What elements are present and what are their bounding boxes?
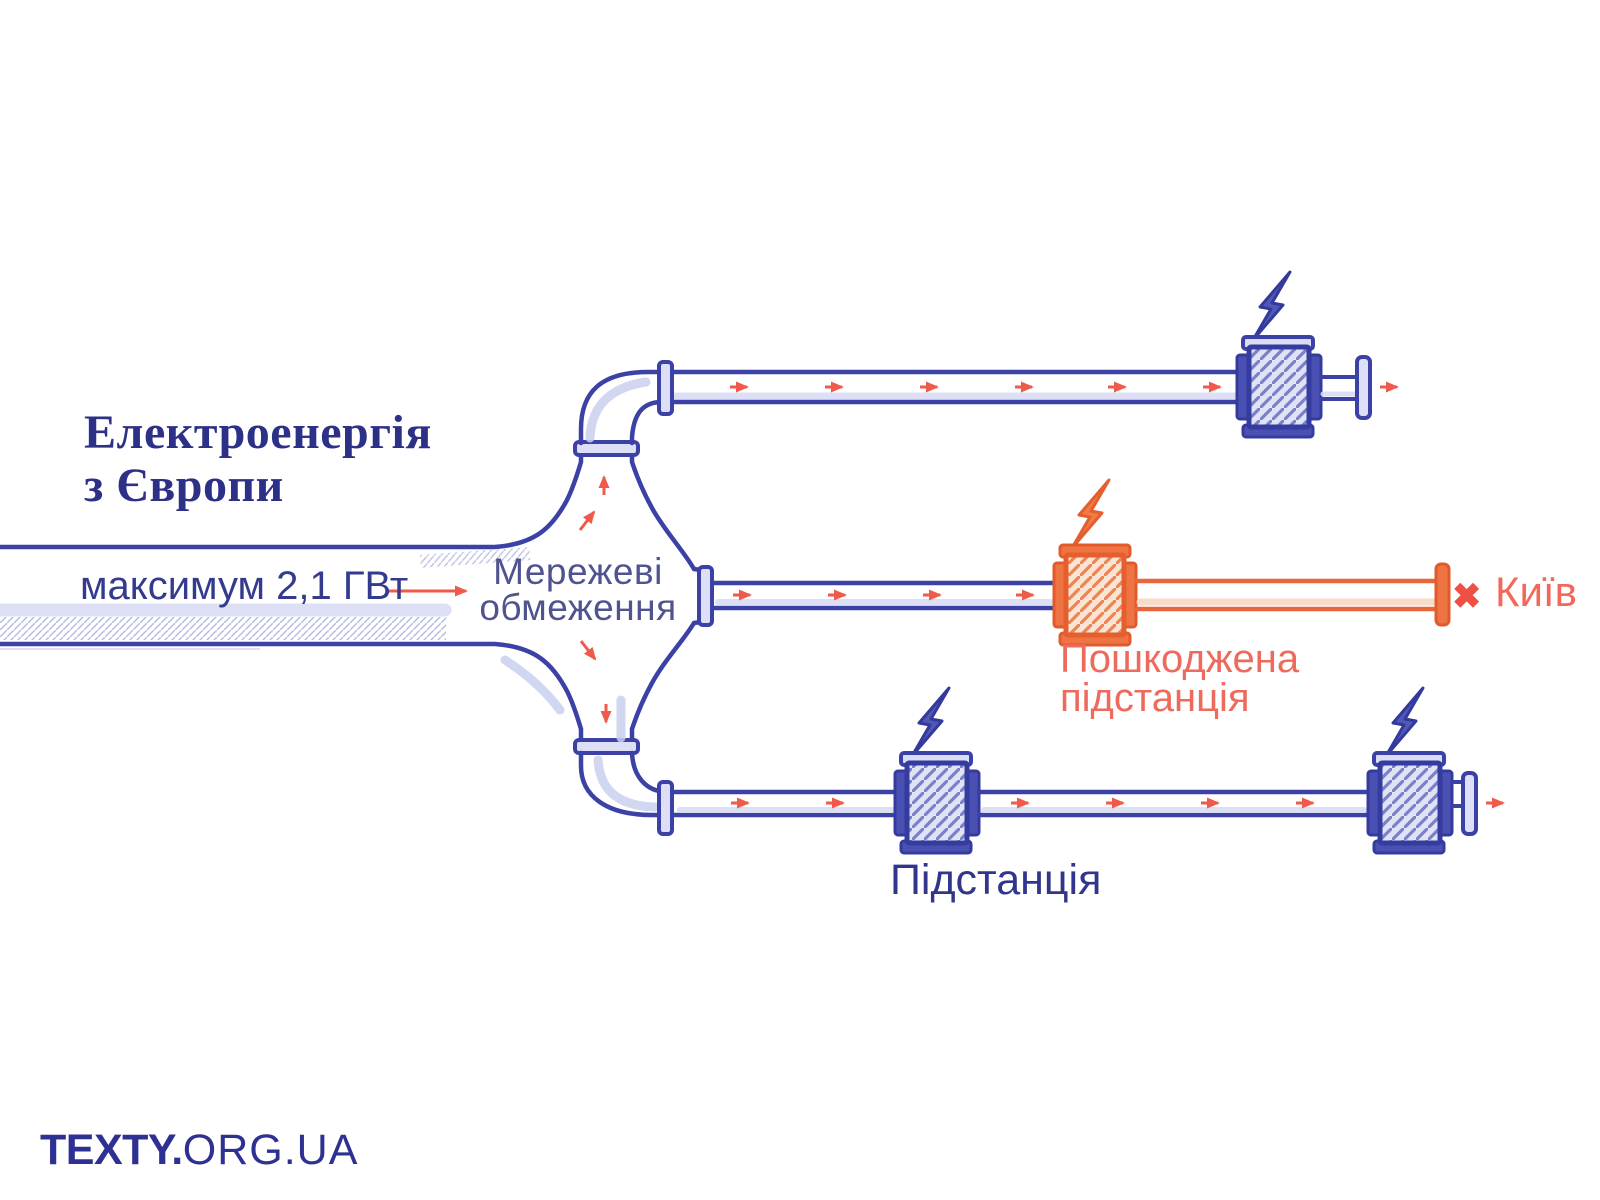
lightning-icon [1384,686,1425,758]
substation-icon [1235,270,1323,439]
blocked-x-icon: ✖ [1452,577,1482,616]
substation-label: Підстанція [890,856,1102,904]
input-capacity-label: максимум 2,1 ГВт [80,564,409,608]
main-feed-pipe [0,452,584,744]
flow-arrow-icon [579,640,597,661]
junction-flange-right [697,565,714,627]
pipe-flange [657,780,674,836]
pipe-hatch-shading [0,617,446,640]
logo-light-part: ORG.UA [182,1126,359,1174]
lightning-icon [1251,270,1292,342]
lightning-icon [910,686,951,758]
top-branch [578,270,1399,446]
junction-flow-arrows [578,475,612,724]
damaged-pipe [1133,578,1441,612]
damaged-substation-label: Пошкоджена підстанція [1060,637,1300,720]
junction-flange-top [573,440,640,457]
site-logo: TEXTY.ORG.UA [40,1126,358,1175]
pipe-end-cap [1434,562,1451,627]
lightning-icon [1070,478,1111,550]
pipe-junction [573,440,714,755]
substation-icon [1366,686,1454,855]
junction-flange-bottom [573,738,640,755]
title-line-1: Електроенергія [84,406,432,459]
logo-bold-part: TEXTY. [40,1126,183,1174]
bottom-branch [578,686,1505,855]
network-constraints-label: Мережеві обмеження [479,551,677,628]
middle-branch [710,478,1451,647]
pipe-end-cap [1355,355,1372,420]
substation-icon [893,686,981,855]
title-line-2: з Європи [84,459,284,512]
pipe-sketch-marks [419,547,531,568]
damaged-substation-icon [1052,478,1138,647]
pipe-flange [657,360,674,416]
page-title: Електроенергія з Європи [84,406,432,512]
destination-label: Київ [1495,568,1577,615]
flow-arrow-icon [578,510,596,531]
pipe-end-cap [1461,771,1478,836]
